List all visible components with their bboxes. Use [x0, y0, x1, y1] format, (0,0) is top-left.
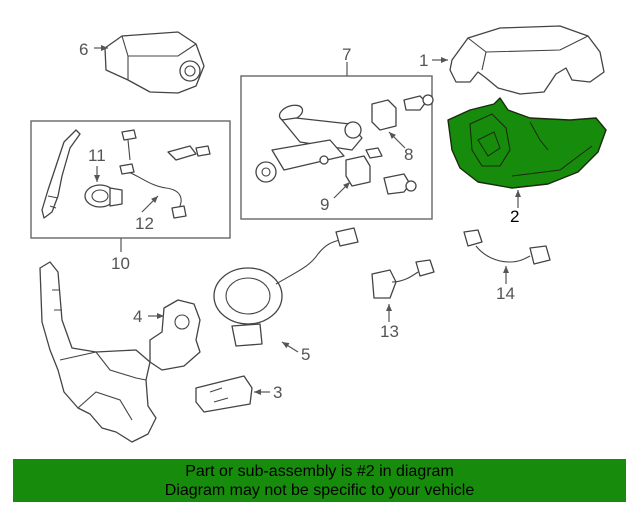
- callout-12: 12: [135, 214, 154, 233]
- part-13-harness[interactable]: [371, 259, 435, 299]
- group-box-10: [30, 120, 231, 239]
- part-7-ignition-switch[interactable]: [255, 102, 363, 183]
- part-11-immobilizer-ring[interactable]: [84, 184, 123, 208]
- part-bolt-10[interactable]: [121, 129, 137, 161]
- banner-line-1: Part or sub-assembly is #2 in diagram: [185, 463, 454, 480]
- group-box-7: [240, 75, 433, 220]
- callout-5: 5: [301, 345, 310, 364]
- callout-13: 13: [380, 322, 399, 341]
- leader-12: [141, 195, 159, 213]
- callout-2: 2: [510, 207, 519, 226]
- part-14-harness[interactable]: [463, 229, 551, 265]
- callout-3: 3: [273, 383, 282, 402]
- part-9-connector[interactable]: [345, 147, 417, 195]
- callout-9: 9: [320, 195, 329, 214]
- leader-8: [388, 131, 406, 149]
- callout-10: 10: [111, 254, 130, 273]
- part-12-harness[interactable]: [119, 145, 211, 219]
- part-4-bracket[interactable]: [149, 299, 201, 371]
- leader-9: [333, 181, 351, 199]
- callout-11: 11: [88, 146, 106, 165]
- callout-6: 6: [79, 40, 88, 59]
- callout-8: 8: [404, 145, 413, 164]
- part-2-lower-cover[interactable]: [447, 97, 607, 189]
- part-combination-switch[interactable]: [39, 261, 253, 443]
- part-6-lock-housing[interactable]: [104, 31, 205, 94]
- callout-14: 14: [496, 284, 515, 303]
- part-8-switch-body[interactable]: [371, 94, 434, 131]
- callout-7: 7: [342, 45, 351, 64]
- part-key-blade[interactable]: [41, 129, 81, 219]
- part-info-banner: Part or sub-assembly is #2 in diagram Di…: [13, 459, 626, 502]
- leader-5: [281, 341, 299, 353]
- callout-1: 1: [419, 51, 428, 70]
- callout-4: 4: [133, 307, 142, 326]
- banner-line-2: Diagram may not be specific to your vehi…: [164, 482, 475, 499]
- part-1-upper-cover[interactable]: [449, 25, 605, 95]
- part-5-clock-spring[interactable]: [213, 227, 359, 347]
